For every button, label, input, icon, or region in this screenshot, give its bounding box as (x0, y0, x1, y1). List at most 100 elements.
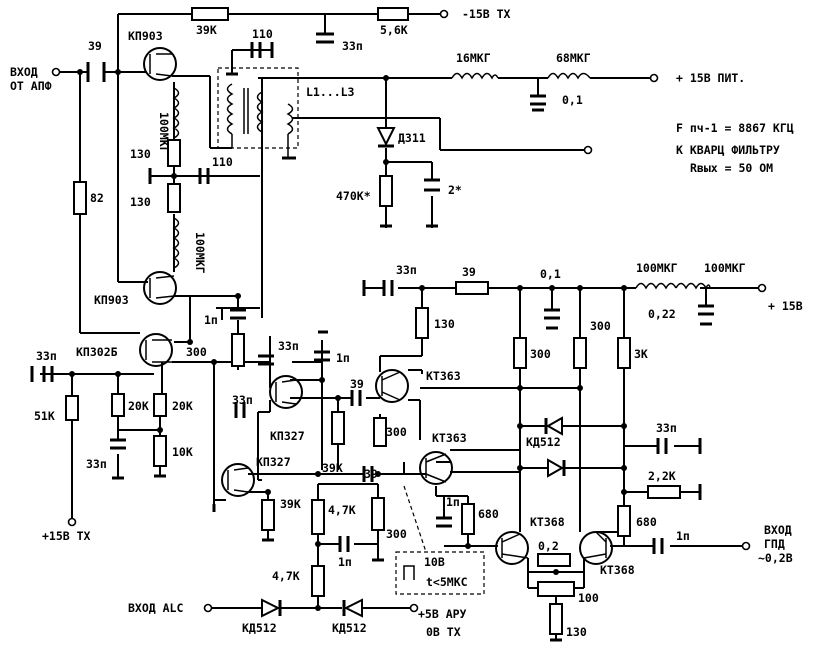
label-c33n-b: 33п (232, 393, 253, 407)
pulse-box-outline (395, 551, 485, 595)
label-c33n-bot: 33п (86, 457, 107, 471)
label-d512-alc2: КД512 (332, 621, 367, 635)
label-r39k-top: 39К (196, 23, 217, 37)
note-pulse-val: 10В (424, 555, 445, 569)
label-r470k: 470К* (336, 189, 371, 203)
label-c110-top: 110 (252, 27, 273, 41)
label-r20k-a: 20К (128, 399, 149, 413)
label-q-363a: КТ363 (426, 369, 461, 383)
supply-agc-2: 0В ТХ (426, 625, 461, 639)
label-r130-mid: 130 (434, 317, 455, 331)
label-r4-7k-a: 4,7К (328, 503, 356, 517)
label-r5-6k: 5,6К (380, 23, 408, 37)
input-gpd-level: ~0,2В (758, 551, 793, 565)
note-rout: Rвых = 50 ОМ (690, 161, 773, 175)
label-r130-b: 130 (130, 195, 151, 209)
label-r680-b: 680 (636, 515, 657, 529)
supply-minus15-tx: -15В ТХ (462, 7, 511, 21)
label-c1n-c: 1п (338, 555, 352, 569)
supply-plus15-tx: +15В ТХ (42, 529, 91, 543)
label-c33n-top: 33п (342, 39, 363, 53)
label-r2-2k: 2,2К (648, 469, 676, 483)
label-q-363b: КТ363 (432, 431, 467, 445)
label-c33n-a: 33п (278, 339, 299, 353)
label-q-327a: КП327 (270, 429, 305, 443)
label-c33n-right: 33п (396, 263, 417, 277)
label-d512-top: КД512 (526, 435, 561, 449)
label-r20k-b: 20К (172, 399, 193, 413)
label-l100-b: 100МКГ (193, 232, 207, 274)
supply-agc-1: +5В АРУ (418, 607, 467, 621)
label-l100-d: 100МКГ (704, 261, 746, 275)
label-r51k: 51К (34, 409, 55, 423)
terminals (51, 9, 767, 613)
label-r100: 100 (578, 591, 599, 605)
label-r0-2: 0,2 (538, 539, 559, 553)
label-d512-alc1: КД512 (242, 621, 277, 635)
label-c39-in: 39 (88, 39, 102, 53)
input-alc-label: ВХОД ALC (128, 601, 183, 615)
label-r300-b: 300 (590, 319, 611, 333)
coil-shield-outline (217, 67, 299, 149)
label-c39-b: 39 (350, 377, 364, 391)
label-q-327b: КП327 (256, 455, 291, 469)
label-q-368b: КТ368 (600, 563, 635, 577)
label-d311: Д311 (398, 131, 426, 145)
label-c1n-d: 1п (446, 495, 460, 509)
inductors (172, 72, 711, 290)
label-l100-a: 100МКГ (157, 112, 171, 154)
label-c33n-c: 33п (656, 421, 677, 435)
resistors (65, 7, 681, 635)
pulse-symbol (403, 565, 415, 580)
label-r300-d: 300 (386, 527, 407, 541)
wires (40, 13, 760, 640)
label-r3k: 3К (634, 347, 648, 361)
label-c1n-out: 1п (676, 529, 690, 543)
label-l16: 16МКГ (456, 51, 491, 65)
label-r4-7k-b: 4,7К (272, 569, 300, 583)
label-c110-mid: 110 (212, 155, 233, 169)
diodes (261, 127, 566, 618)
label-c0-22: 0,22 (648, 307, 676, 321)
label-l100-c: 100МКГ (636, 261, 678, 275)
supply-plus15: + 15В (768, 299, 803, 313)
capacitors (42, 32, 714, 554)
label-r300-c: 300 (386, 425, 407, 439)
input-apf-label-1: ВХОД (10, 65, 38, 79)
junctions (69, 69, 627, 611)
label-r82: 82 (90, 191, 104, 205)
label-r39k-low: 39К (280, 497, 301, 511)
label-r130-low: 130 (566, 625, 587, 639)
label-q-368a: КТ368 (530, 515, 565, 529)
note-pulse-time: t<5МКС (426, 575, 468, 589)
pulse-leader (403, 485, 427, 553)
label-c1n-b: 1п (336, 351, 350, 365)
label-q-top: КП903 (128, 29, 163, 43)
ground-symbols (30, 42, 712, 642)
label-c33n-fet: 33п (36, 349, 57, 363)
label-r680-a: 680 (478, 507, 499, 521)
label-r39k-mid: 39К (322, 461, 343, 475)
note-to-filter: К КВАРЦ ФИЛЬТРУ (676, 143, 780, 157)
label-c0-1-top: 0,1 (562, 93, 583, 107)
label-l68: 68МКГ (556, 51, 591, 65)
transistors (139, 47, 613, 565)
label-r39-mid: 39 (462, 265, 476, 279)
label-r130-a: 130 (130, 147, 151, 161)
supply-plus15-pit: + 15В ПИТ. (676, 71, 745, 85)
note-fpch: F пч-1 = 8867 КГЦ (676, 121, 794, 135)
input-gpd-label-1: ВХОД (764, 523, 792, 537)
input-gpd-label-2: ГПД (764, 537, 785, 551)
label-c2x: 2* (448, 183, 462, 197)
label-r300-a: 300 (530, 347, 551, 361)
label-c39-c: 39 (364, 467, 378, 481)
label-r10k: 10К (172, 445, 193, 459)
label-r300-fet: 300 (186, 345, 207, 359)
label-c0-1-right: 0,1 (540, 267, 561, 281)
label-q-fet: КП302Б (76, 345, 118, 359)
input-apf-label-2: ОТ АПФ (10, 79, 52, 93)
label-q-mid: КП903 (94, 293, 129, 307)
label-c1n-a: 1п (204, 313, 218, 327)
